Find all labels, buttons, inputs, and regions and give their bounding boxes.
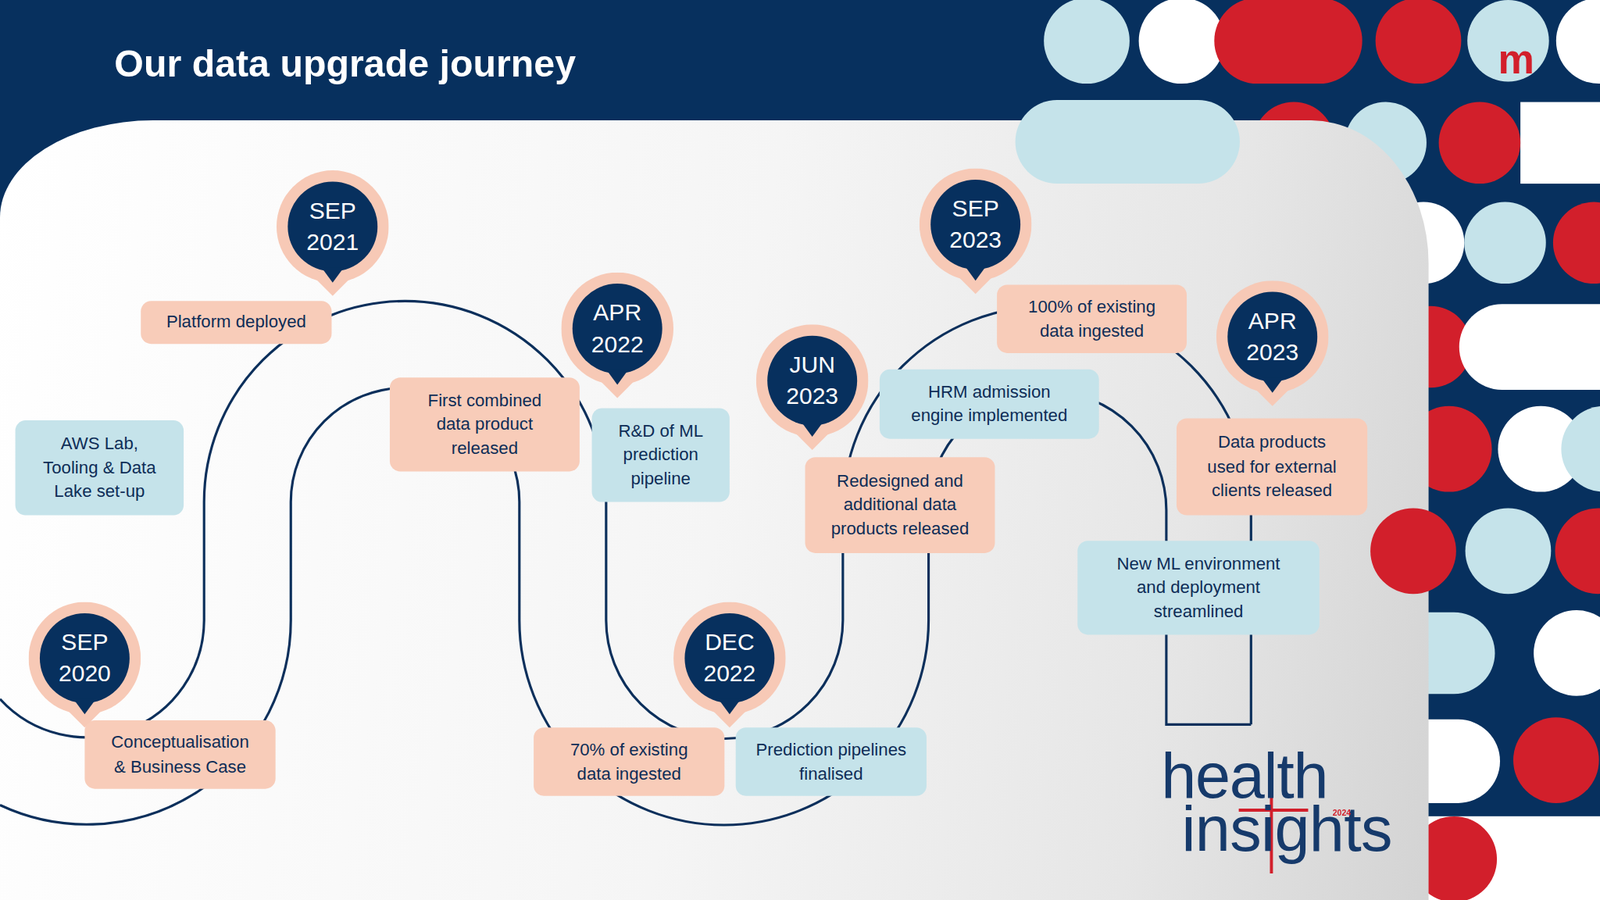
- logo-word: insights: [1181, 793, 1392, 865]
- milestone-text: First combined data product released: [418, 388, 552, 461]
- milestone-text: Prediction pipelines finalised: [742, 737, 922, 786]
- milestone-text: Redesigned and additional data products …: [818, 468, 983, 541]
- milestone-box-peach: Redesigned and additional data products …: [805, 457, 996, 554]
- date-label: SEP 2021: [296, 194, 368, 258]
- milestone-box-blue: New ML environment and deployment stream…: [1077, 540, 1320, 635]
- date-label: SEP 2023: [939, 192, 1011, 257]
- brand-logo: m: [1497, 36, 1532, 82]
- milestone-text: R&D of ML prediction pipeline: [604, 418, 718, 491]
- milestone-text: Data products used for external clients …: [1201, 431, 1343, 504]
- date-pin: SEP 2023: [919, 168, 1033, 296]
- date-pin: APR 2022: [560, 272, 674, 400]
- milestone-text: 100% of existing data ingested: [1017, 294, 1166, 343]
- date-pin: SEP 2020: [28, 602, 142, 729]
- logo-year: 2024: [1332, 807, 1351, 818]
- date-label: DEC 2022: [693, 626, 765, 690]
- milestone-box-blue: R&D of ML prediction pipeline: [592, 407, 730, 502]
- milestone-text: New ML environment and deployment stream…: [1106, 551, 1290, 624]
- date-pin: APR 2023: [1216, 280, 1329, 408]
- milestone-box-peach: Conceptualisation & Business Case: [84, 720, 275, 790]
- milestone-box-peach: First combined data product released: [389, 377, 580, 472]
- milestone-box-peach: 100% of existing data ingested: [996, 284, 1187, 354]
- milestone-box-blue: AWS Lab, Tooling & Data Lake set-up: [15, 420, 185, 515]
- milestone-text: AWS Lab, Tooling & Data Lake set-up: [35, 432, 164, 504]
- milestone-box-blue: HRM admission engine implemented: [879, 369, 1100, 440]
- date-pin: SEP 2021: [276, 170, 390, 297]
- date-label: SEP 2020: [49, 626, 121, 690]
- date-pin: DEC 2022: [673, 602, 786, 729]
- milestone-box-peach: Data products used for external clients …: [1176, 418, 1368, 516]
- date-label: APR 2023: [1236, 305, 1308, 369]
- milestone-text: Conceptualisation & Business Case: [106, 730, 254, 779]
- milestone-box-peach: Platform deployed: [140, 300, 332, 344]
- milestone-text: Platform deployed: [146, 310, 326, 335]
- date-label: JUN 2023: [776, 349, 848, 413]
- slide-title: Our data upgrade journey: [114, 42, 576, 86]
- date-pin: JUN 2023: [756, 324, 869, 451]
- milestone-box-blue: Prediction pipelines finalised: [735, 727, 927, 797]
- milestone-text: HRM admission engine implemented: [905, 380, 1075, 429]
- milestone-text: 70% of existing data ingested: [560, 737, 698, 786]
- milestone-box-peach: 70% of existing data ingested: [533, 727, 725, 797]
- date-label: APR 2022: [581, 296, 653, 361]
